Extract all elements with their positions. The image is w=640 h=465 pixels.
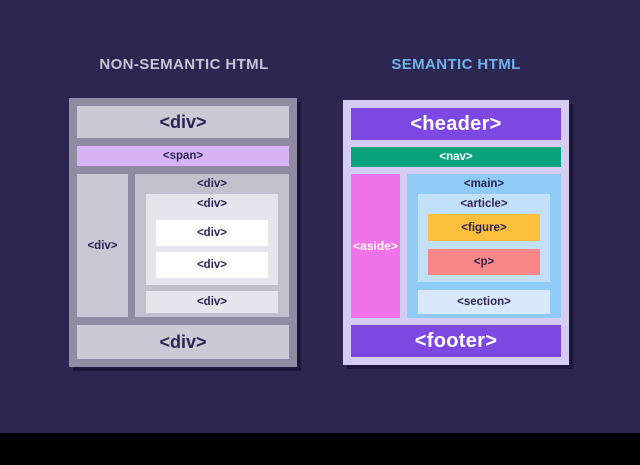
semantic-main: <main> <article> <figure> <p> <section> [407,174,561,318]
semantic-title: SEMANTIC HTML [391,56,521,73]
semantic-figure: <figure> [428,214,540,241]
non-semantic-item-div-1: <div> [156,220,268,246]
non-semantic-item-div-2: <div> [156,252,268,278]
semantic-content-row: <aside> <main> <article> <figure> <p> <s… [351,174,561,318]
non-semantic-span-bar: <span> [77,146,289,166]
non-semantic-panel: <div> <span> <div> <div> <div> <div> <di… [69,98,297,367]
non-semantic-content-row: <div> <div> <div> <div> <div> <div> [77,174,289,317]
semantic-article-label: <article> [460,198,508,210]
non-semantic-column-label: <div> [196,178,228,190]
semantic-article: <article> <figure> <p> [418,194,550,282]
non-semantic-header-div: <div> [77,106,289,138]
non-semantic-footer-div: <div> [77,325,289,359]
non-semantic-group-div: <div> <div> <div> [146,194,278,285]
non-semantic-sidebar-div: <div> [77,174,128,317]
non-semantic-title: NON-SEMANTIC HTML [99,56,269,73]
semantic-panel: <header> <nav> <aside> <main> <article> … [343,100,569,365]
semantic-nav: <nav> [351,147,561,167]
semantic-footer: <footer> [351,325,561,357]
non-semantic-bottom-div: <div> [146,291,278,313]
semantic-main-label: <main> [463,178,505,190]
non-semantic-group-label: <div> [196,198,228,210]
semantic-section: <section> [418,290,550,314]
semantic-header: <header> [351,108,561,140]
semantic-aside: <aside> [351,174,400,318]
semantic-p: <p> [428,249,540,275]
non-semantic-column-div: <div> <div> <div> <div> <div> [135,174,289,317]
diagram-canvas: NON-SEMANTIC HTML SEMANTIC HTML <div> <s… [0,0,640,433]
letterbox-bar [0,433,640,465]
